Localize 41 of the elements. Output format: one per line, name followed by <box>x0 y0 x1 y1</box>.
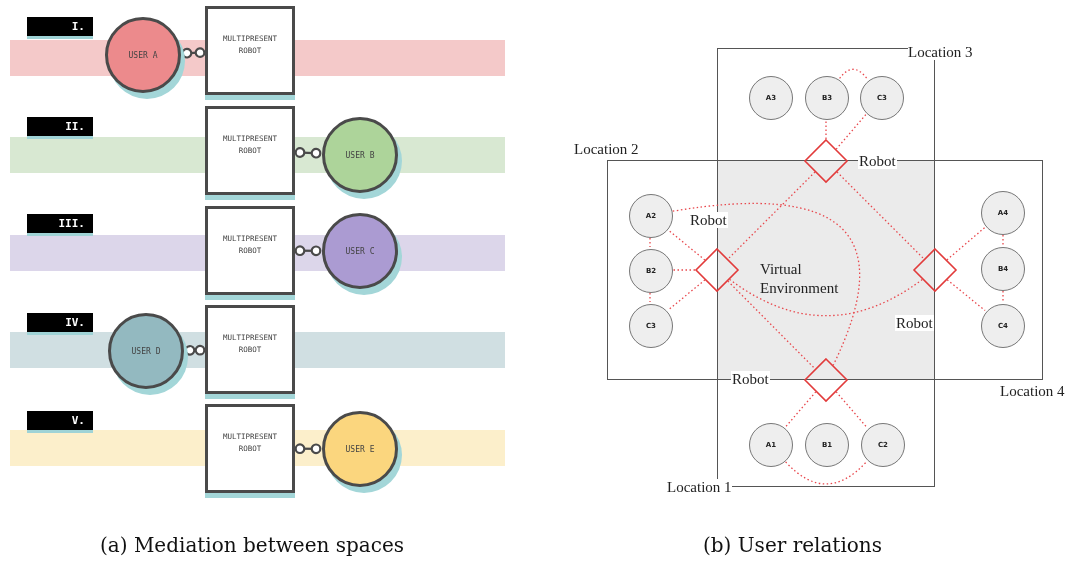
location-label: Location 4 <box>1000 383 1065 399</box>
relation-line <box>946 226 987 261</box>
relation-line <box>649 237 651 248</box>
environment-label: Virtual Environment <box>760 260 852 298</box>
relation-line <box>727 171 816 260</box>
relation-line <box>728 278 924 317</box>
subfigure-caption: (b) User relations <box>703 533 882 557</box>
robot-label: Robot <box>689 212 728 228</box>
robot-label: Robot <box>858 153 897 169</box>
row-number-tag: II. <box>27 117 93 136</box>
socket-connector <box>181 47 206 59</box>
relation-line <box>835 113 867 150</box>
row-number-tag: III. <box>27 214 93 233</box>
robot-label: Robot <box>731 371 770 387</box>
robot-label: Robot <box>895 315 934 331</box>
socket-connector <box>294 147 322 159</box>
socket-connector <box>294 245 322 257</box>
relation-line <box>1002 290 1004 303</box>
relation-line <box>672 202 861 366</box>
location-label: Location 1 <box>667 479 732 495</box>
relation-line <box>835 391 868 429</box>
relation-line <box>727 280 816 370</box>
relation-line <box>836 171 925 260</box>
relation-line <box>946 279 986 312</box>
location-label: Location 3 <box>908 44 973 60</box>
relation-line <box>825 119 827 140</box>
relation-line <box>784 461 868 485</box>
relation-line <box>784 391 817 429</box>
location-label: Location 2 <box>574 141 639 157</box>
row-number-tag: I. <box>27 17 93 36</box>
socket-connector <box>294 443 322 455</box>
row-number-tag: V. <box>27 411 93 430</box>
relation-line <box>649 292 651 303</box>
row-number-tag: IV. <box>27 313 93 332</box>
relation-line <box>667 279 706 312</box>
socket-connector <box>184 344 206 356</box>
relation-line <box>672 269 696 271</box>
relation-line <box>838 68 868 80</box>
relation-line <box>1002 234 1004 246</box>
subfigure-caption: (a) Mediation between spaces <box>100 533 405 557</box>
relation-line <box>667 228 706 261</box>
